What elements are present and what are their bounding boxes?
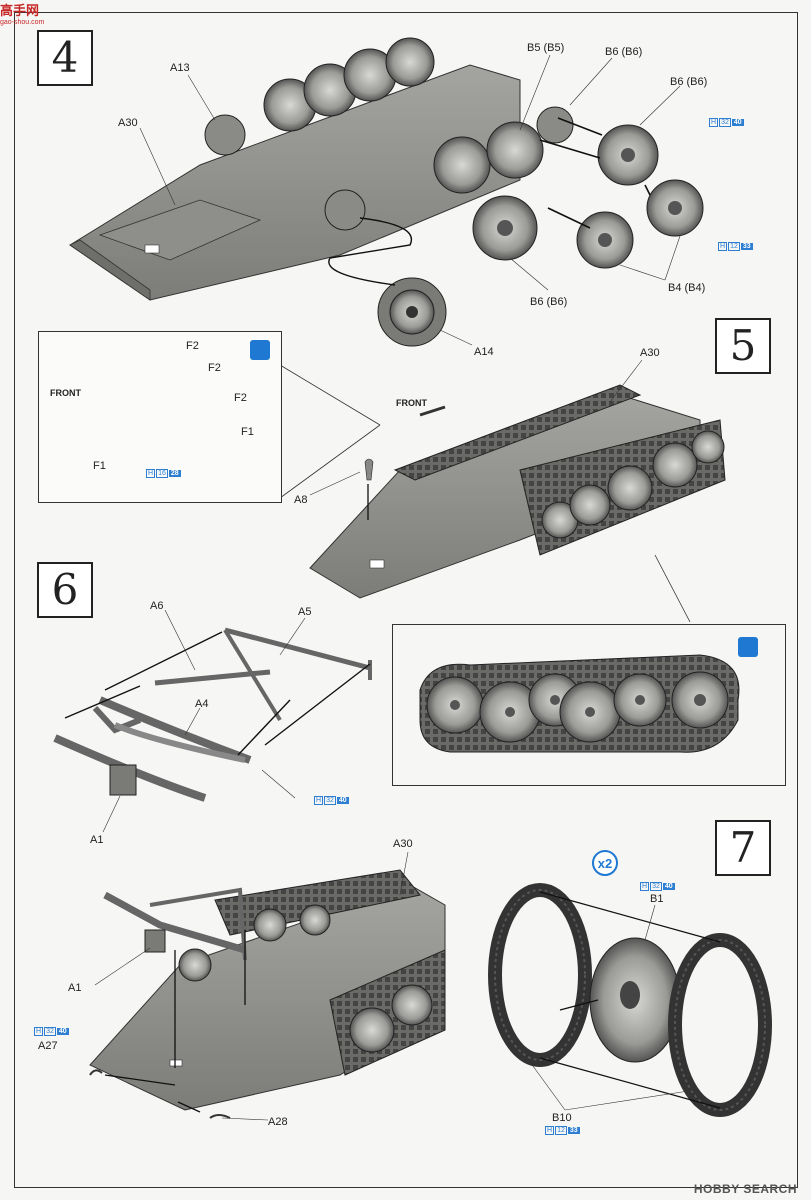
front-label-inset: FRONT xyxy=(50,388,81,398)
label-a14: A14 xyxy=(474,346,494,358)
step-6-number: 6 xyxy=(37,562,93,618)
label-a30: A30 xyxy=(118,117,138,129)
step7-left-drawing xyxy=(89,851,446,1121)
label-a28: A28 xyxy=(268,1116,288,1128)
label-f2-2: F2 xyxy=(208,362,221,374)
step-5-number: 5 xyxy=(715,318,771,374)
step5-track-inset-drawing xyxy=(419,654,740,753)
step-7-number: 7 xyxy=(715,820,771,876)
label-a13: A13 xyxy=(170,62,190,74)
label-a30-step7: A30 xyxy=(393,838,413,850)
hobby-search-watermark: HOBBY SEARCH xyxy=(693,1182,797,1196)
label-b5: B5 (B5) xyxy=(527,42,565,54)
label-a8: A8 xyxy=(294,494,308,506)
paint-brush-icon xyxy=(250,340,270,360)
step6-drawing xyxy=(53,554,691,833)
label-b6-right: B6 (B6) xyxy=(670,76,708,88)
site-logo: 高手网 gao-shou.com xyxy=(0,0,44,26)
page-frame xyxy=(14,12,798,1188)
label-f1-left: F1 xyxy=(93,460,106,472)
label-a1-step7: A1 xyxy=(68,982,82,994)
step5-track-link-inset xyxy=(38,331,282,503)
label-a27: A27 xyxy=(38,1040,58,1052)
step-4-number: 4 xyxy=(37,30,93,86)
step5-track-assembled-inset xyxy=(392,624,786,786)
label-f2-3: F2 xyxy=(234,392,247,404)
label-b1: B1 xyxy=(650,893,664,905)
front-arrow-main: FRONT xyxy=(396,398,427,408)
label-a30-step5: A30 xyxy=(640,347,660,359)
label-f2-1: F2 xyxy=(186,340,199,352)
front-arrow-inset: FRONT xyxy=(50,388,81,398)
label-a6: A6 xyxy=(150,600,164,612)
label-b4: B4 (B4) xyxy=(668,282,706,294)
label-a5: A5 xyxy=(298,606,312,618)
label-f1-right: F1 xyxy=(241,426,254,438)
site-logo-sub: gao-shou.com xyxy=(0,19,45,26)
label-b6-bottom: B6 (B6) xyxy=(530,296,568,308)
quantity-x2-badge: x2 xyxy=(592,850,618,876)
paint-brush-icon-2 xyxy=(738,637,758,657)
label-a1: A1 xyxy=(90,834,104,846)
label-b6-top: B6 (B6) xyxy=(605,46,643,58)
site-logo-main: 高手网 xyxy=(0,3,40,18)
step7-right-drawing xyxy=(488,883,772,1117)
step4-drawing xyxy=(69,37,704,347)
step5-drawing xyxy=(51,344,726,599)
label-b10: B10 xyxy=(552,1112,572,1124)
label-a4: A4 xyxy=(195,698,209,710)
